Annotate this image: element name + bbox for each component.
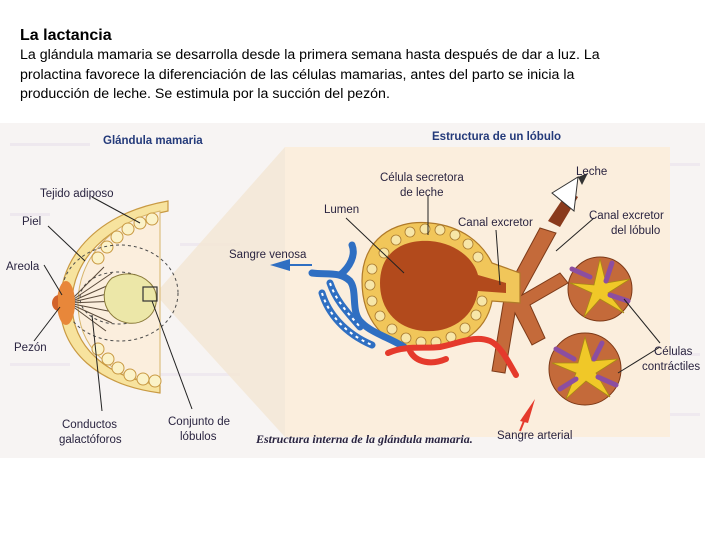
myoepithelial-cluster-upper	[568, 257, 632, 321]
label-canal-excretor-lobulo-2: del lóbulo	[611, 225, 660, 237]
label-conjunto-lobulos-2: lóbulos	[180, 431, 217, 443]
label-celulas-contractiles-1: Células	[654, 346, 693, 358]
label-pezon: Pezón	[14, 342, 47, 354]
label-sangre-venosa: Sangre venosa	[229, 249, 307, 261]
label-celula-secretora-1: Célula secretora	[380, 172, 464, 184]
lobule-cluster	[104, 274, 156, 323]
label-areola: Areola	[6, 261, 40, 273]
myoepithelial-cluster-lower	[549, 333, 621, 405]
areola	[57, 281, 75, 325]
label-lumen: Lumen	[324, 204, 359, 216]
label-conductos-galactoforos-2: galactóforos	[59, 434, 122, 446]
right-panel-title: Estructura de un lóbulo	[432, 131, 561, 143]
label-conjunto-lobulos-1: Conjunto de	[168, 416, 230, 428]
label-celula-secretora-2: de leche	[400, 187, 443, 199]
slide-title: La lactancia	[20, 27, 112, 45]
mammary-gland-figure: Glándula mamaria Estructura de un lóbulo	[0, 123, 705, 458]
label-canal-excretor: Canal excretor	[458, 217, 533, 229]
label-conductos-galactoforos-1: Conductos	[62, 419, 117, 431]
slide-body-text: La glándula mamaria se desarrolla desde …	[20, 46, 620, 105]
label-piel: Piel	[22, 216, 41, 228]
label-leche: Leche	[576, 166, 607, 178]
label-celulas-contractiles-2: contráctiles	[642, 361, 700, 373]
left-panel-title: Glándula mamaria	[103, 135, 203, 147]
label-tejido-adiposo: Tejido adiposo	[40, 188, 114, 200]
label-canal-excretor-lobulo-1: Canal excretor	[589, 210, 664, 222]
label-sangre-arterial: Sangre arterial	[497, 430, 572, 442]
figure-caption: Estructura interna de la glándula mamari…	[255, 432, 473, 446]
